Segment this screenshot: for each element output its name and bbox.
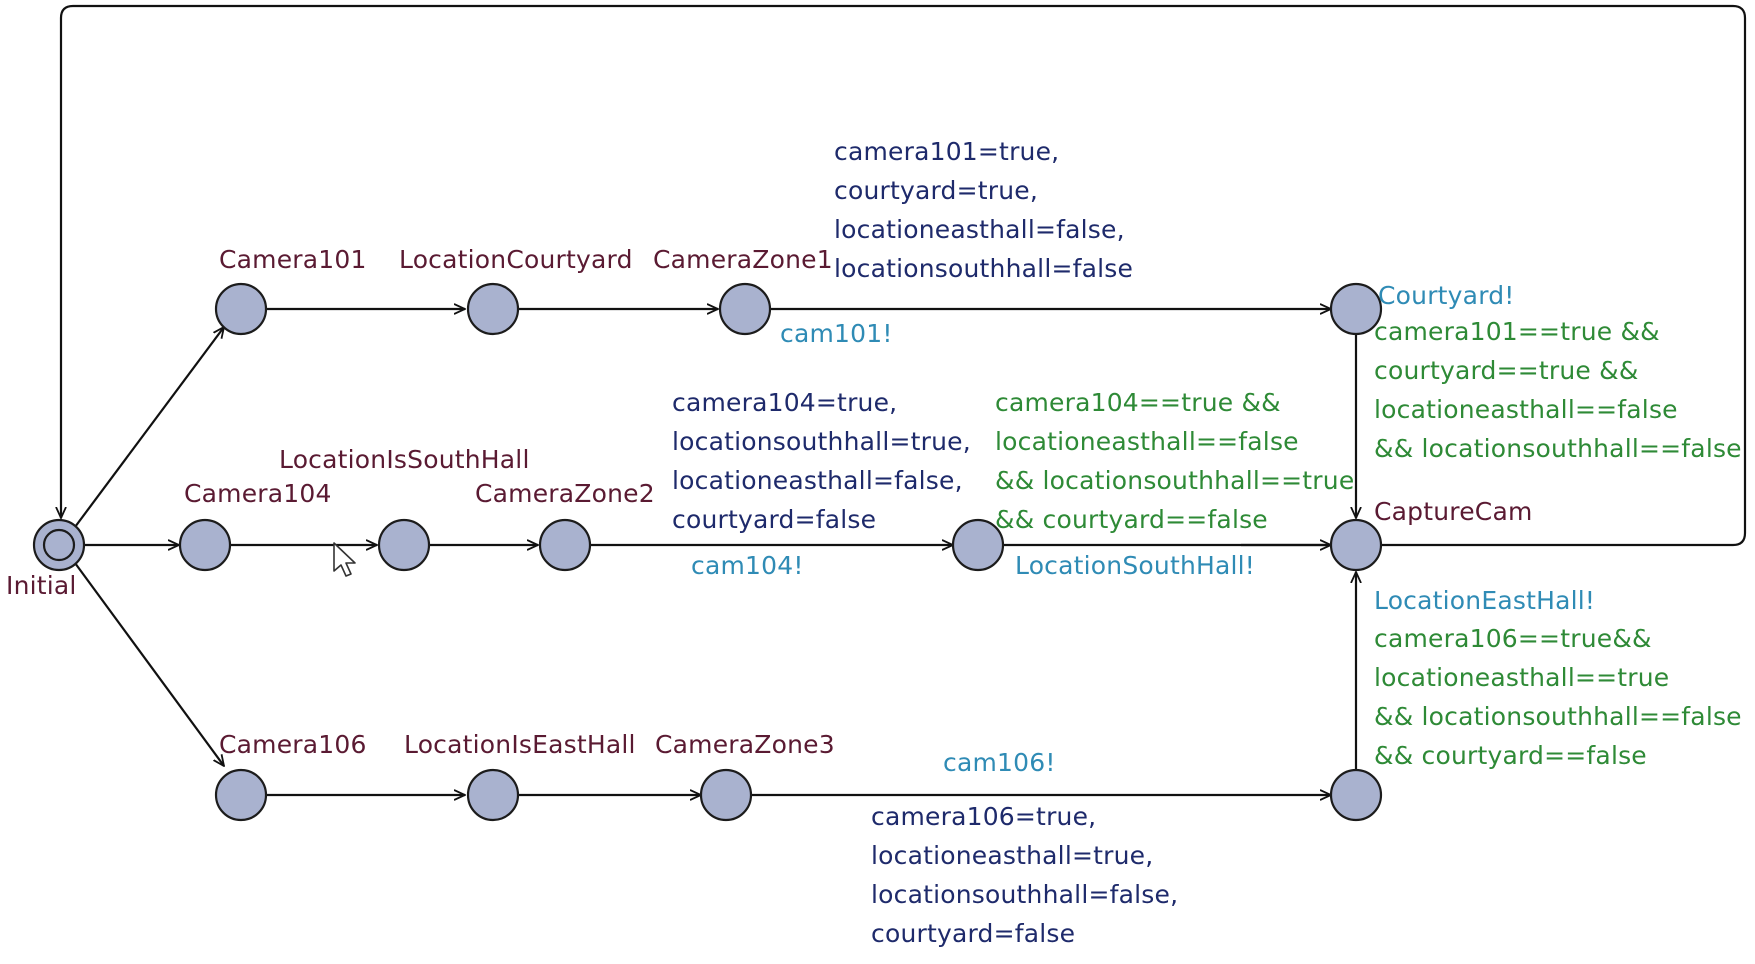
location-locationissouthhall[interactable] <box>377 518 431 572</box>
edge-initial-camera106 <box>74 562 224 766</box>
guard-courtyard: camera101==true && courtyard==true && lo… <box>1374 312 1742 468</box>
guard-east-hall: camera106==true&& locationeasthall==true… <box>1374 619 1742 775</box>
location-initial[interactable] <box>32 518 86 572</box>
location-camera104[interactable] <box>178 518 232 572</box>
location-courtyard-node[interactable] <box>1329 282 1383 336</box>
guard-south-hall-line: camera104==true && <box>995 388 1281 417</box>
guard-south-hall-line: && courtyard==false <box>995 505 1268 534</box>
guard-south-hall-line: && locationsouthhall==true <box>995 466 1355 495</box>
guard-east-hall-line: camera106==true&& <box>1374 624 1652 653</box>
location-camera106[interactable] <box>214 768 268 822</box>
update-zone3-line: camera106=true, <box>871 802 1097 831</box>
update-zone2-line: camera104=true, <box>672 388 898 417</box>
edge-initial-camera101 <box>74 327 224 528</box>
update-zone1: camera101=true, courtyard=true, location… <box>834 132 1133 288</box>
update-zone3-line: locationeasthall=true, <box>871 841 1154 870</box>
location-southhall-node[interactable] <box>951 518 1005 572</box>
update-zone1-line: camera101=true, <box>834 137 1060 166</box>
location-camerazone1[interactable] <box>718 282 772 336</box>
label-locationissouthhall: LocationIsSouthHall <box>279 445 530 474</box>
update-zone3-line: courtyard=false <box>871 919 1076 948</box>
guard-east-hall-line: && courtyard==false <box>1374 741 1647 770</box>
update-zone3: camera106=true, locationeasthall=true, l… <box>871 797 1178 953</box>
label-camerazone1: CameraZone1 <box>653 245 833 274</box>
sync-location-east-hall: LocationEastHall! <box>1374 586 1596 615</box>
sync-location-south-hall: LocationSouthHall! <box>1015 551 1256 580</box>
sync-courtyard: Courtyard! <box>1378 281 1515 310</box>
edge-loop-capturecam-to-initial <box>61 4 1747 547</box>
guard-east-hall-line: locationeasthall==true <box>1374 663 1670 692</box>
update-zone2-line: locationeasthall=false, <box>672 466 963 495</box>
location-camerazone3[interactable] <box>699 768 753 822</box>
label-capturecam: CaptureCam <box>1374 497 1533 526</box>
sync-cam104: cam104! <box>691 551 804 580</box>
update-zone3-line: locationsouthhall=false, <box>871 880 1179 909</box>
guard-courtyard-line: locationeasthall==false <box>1374 395 1678 424</box>
location-locationiseasthall[interactable] <box>466 768 520 822</box>
label-locationiseasthall: LocationIsEastHall <box>404 730 636 759</box>
label-camerazone2: CameraZone2 <box>475 479 655 508</box>
sync-cam101: cam101! <box>780 319 893 348</box>
update-zone2: camera104=true, locationsouthhall=true, … <box>672 383 971 539</box>
update-zone2-line: courtyard=false <box>672 505 877 534</box>
sync-cam106: cam106! <box>943 748 1056 777</box>
label-camera101: Camera101 <box>219 245 367 274</box>
guard-courtyard-line: courtyard==true && <box>1374 356 1639 385</box>
update-zone1-line: courtyard=true, <box>834 176 1038 205</box>
location-camerazone2[interactable] <box>538 518 592 572</box>
location-locationcourtyard[interactable] <box>466 282 520 336</box>
guard-south-hall-line: locationeasthall==false <box>995 427 1299 456</box>
label-camera106: Camera106 <box>219 730 367 759</box>
update-zone1-line: locationeasthall=false, <box>834 215 1125 244</box>
location-camera101[interactable] <box>214 282 268 336</box>
location-easthall-node[interactable] <box>1329 768 1383 822</box>
guard-courtyard-line: camera101==true && <box>1374 317 1660 346</box>
location-capturecam[interactable] <box>1329 518 1383 572</box>
label-camerazone3: CameraZone3 <box>655 730 835 759</box>
update-zone1-line: locationsouthhall=false <box>834 254 1134 283</box>
mouse-cursor-icon <box>333 542 356 577</box>
update-zone2-line: locationsouthhall=true, <box>672 427 971 456</box>
label-locationcourtyard: LocationCourtyard <box>399 245 633 274</box>
guard-courtyard-line: && locationsouthhall==false <box>1374 434 1742 463</box>
label-camera104: Camera104 <box>184 479 332 508</box>
guard-south-hall: camera104==true && locationeasthall==fal… <box>995 383 1354 539</box>
guard-east-hall-line: && locationsouthhall==false <box>1374 702 1742 731</box>
label-initial: Initial <box>6 571 77 600</box>
initial-marker <box>42 528 76 562</box>
